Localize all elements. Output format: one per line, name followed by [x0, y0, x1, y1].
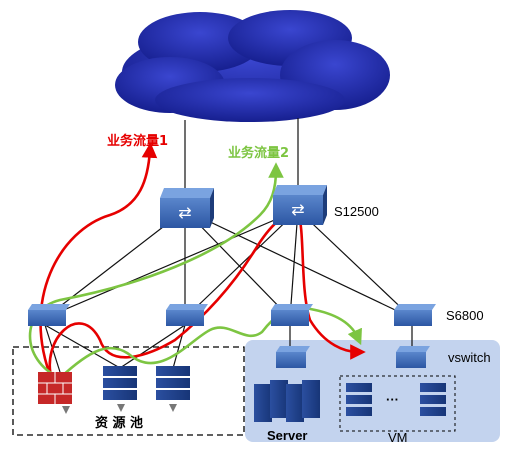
- access-switch-2-icon: [166, 304, 208, 326]
- core-switch-left-icon: ⇄: [160, 188, 214, 228]
- vm-ellipsis: ···: [386, 392, 399, 407]
- server-icon: [254, 380, 320, 422]
- server-label: Server: [267, 428, 307, 443]
- core-switch-right-icon: ⇄: [273, 185, 327, 225]
- vswitch-label: vswitch: [448, 350, 491, 365]
- svg-text:⇄: ⇄: [178, 203, 191, 222]
- flow-2-label: 业务流量2: [228, 145, 289, 161]
- vm-icons: [346, 383, 446, 416]
- access-switch-1-icon: [28, 304, 70, 326]
- load-balancer-1-icon: [103, 366, 137, 412]
- firewall-icon: [38, 372, 72, 414]
- access-switch-3-icon: [271, 304, 313, 326]
- vm-label: VM: [388, 430, 408, 445]
- vswitch-left-icon: [276, 346, 310, 368]
- resource-pool-label: 资 源 池: [95, 415, 143, 431]
- access-switch-label: S6800: [446, 308, 484, 323]
- vm-group-box: [339, 375, 456, 432]
- access-switch-4-icon: [394, 304, 436, 326]
- cloud-icon: [115, 10, 390, 122]
- vswitch-right-icon: [396, 346, 430, 368]
- load-balancer-2-icon: [156, 366, 190, 412]
- svg-text:⇄: ⇄: [291, 200, 304, 219]
- resource-pool-box: [12, 346, 245, 436]
- core-switch-label: S12500: [334, 204, 379, 219]
- flow-1-label: 业务流量1: [107, 133, 168, 149]
